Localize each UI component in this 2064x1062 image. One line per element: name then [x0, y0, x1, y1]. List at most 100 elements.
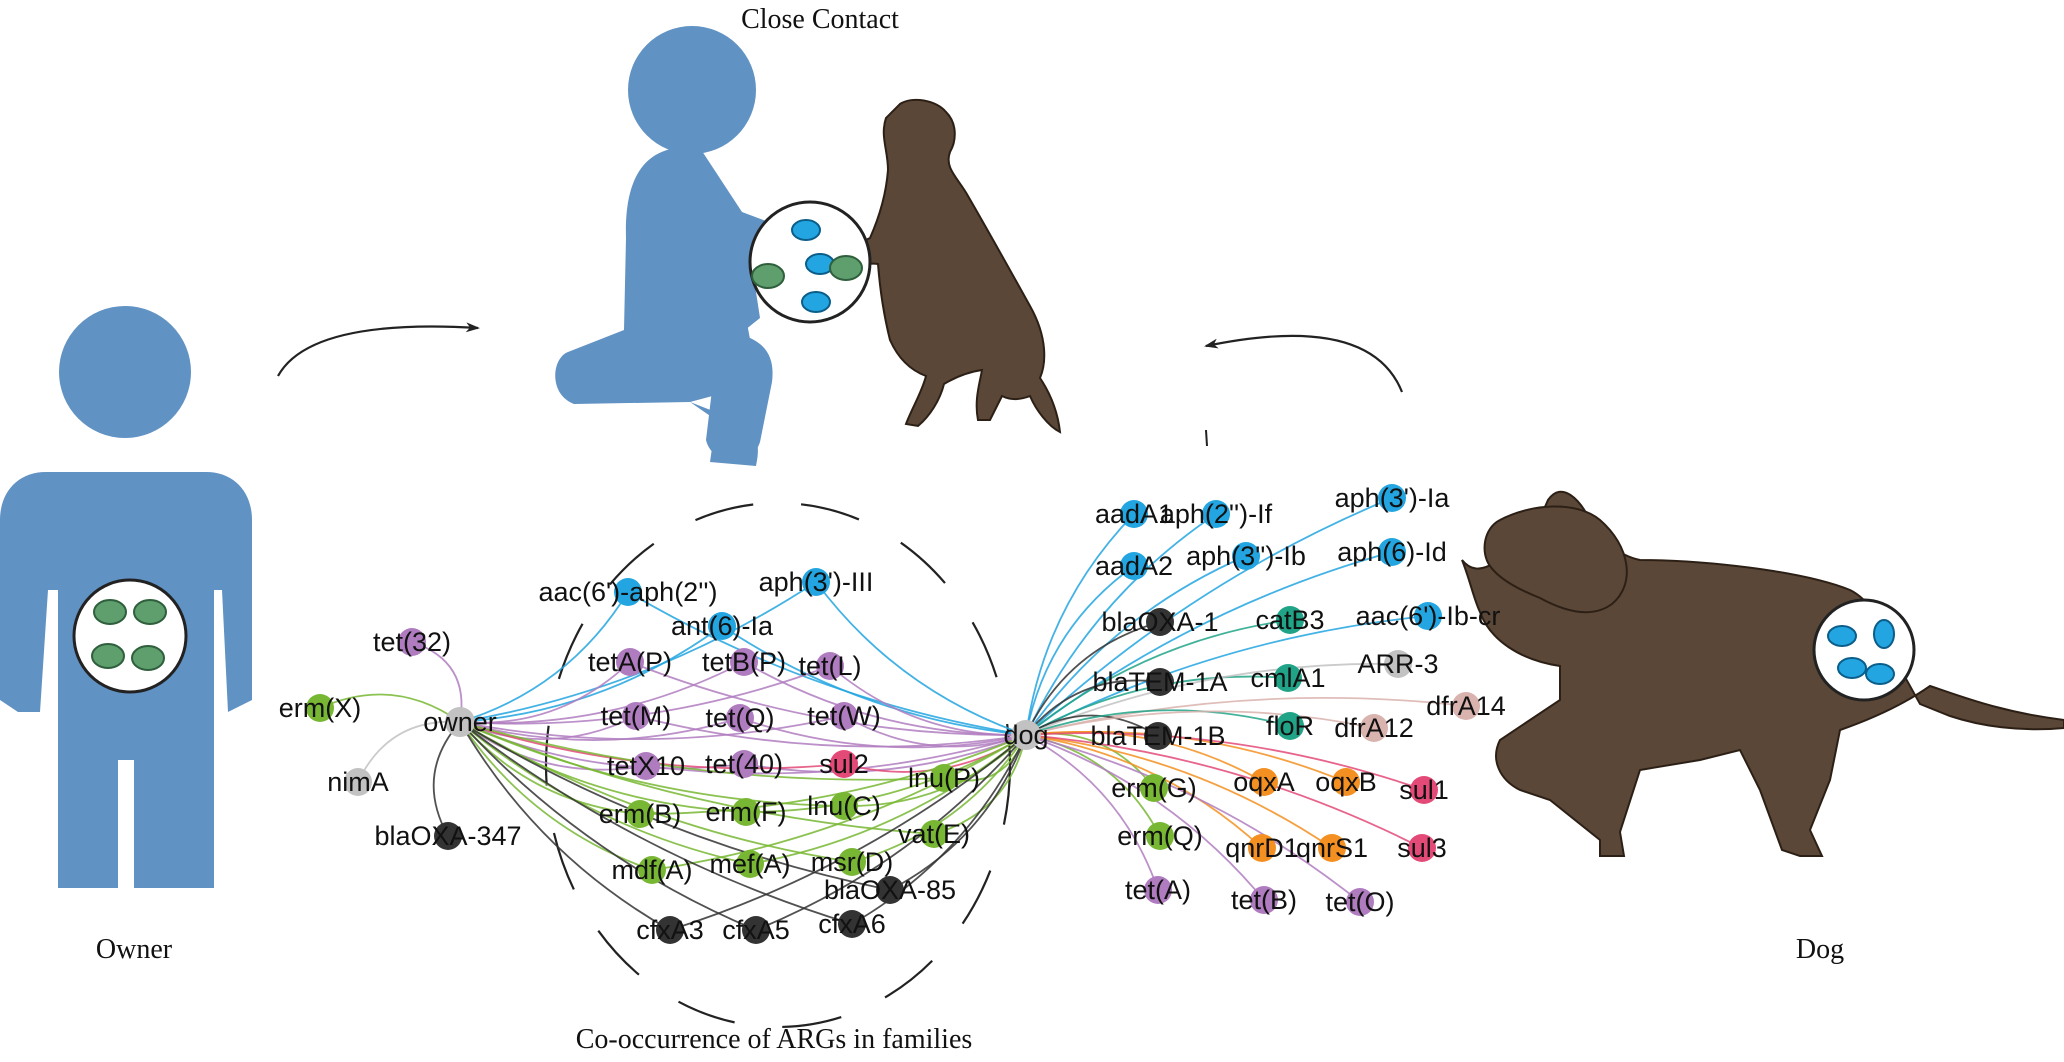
- gene-node-mef(A): [736, 850, 764, 878]
- edge-dog-erm(F): [745, 734, 1027, 813]
- edge-dog-aac(6')-aph(2''): [627, 591, 1027, 736]
- gene-node-erm(F): [732, 798, 760, 826]
- gene-label-erm(Q): erm(Q): [1117, 821, 1202, 851]
- owner-gut-bubble: [72, 578, 188, 694]
- gene-node-lnu(P): [930, 764, 958, 792]
- gene-label-erm(F): erm(F): [706, 797, 787, 827]
- gene-node-aac(6')-aph(2''): [614, 578, 642, 606]
- hub-label-dog: dog: [1003, 720, 1048, 750]
- green-bacterium-icon: [91, 643, 125, 669]
- edge-dog-aph(2'')-If: [1025, 513, 1217, 736]
- gene-label-blaTEM-1B: blaTEM-1B: [1090, 721, 1225, 751]
- edge-owner-mdf(A): [459, 721, 653, 871]
- gene-node-blaTEM-1A: [1146, 668, 1174, 696]
- edge-dog-qnrD1: [1025, 734, 1263, 849]
- arrow-owner-to-contact: [277, 322, 480, 377]
- gene-label-oqxA: oqxA: [1233, 767, 1295, 797]
- gene-label-aac(6')-Ib-cr: aac(6')-Ib-cr: [1356, 601, 1501, 631]
- edge-owner-cfxA6: [459, 721, 853, 925]
- gene-node-sul1: [1410, 776, 1438, 804]
- gene-node-erm(B): [626, 800, 654, 828]
- gene-label-sul2: sul2: [819, 749, 869, 779]
- edge-dog-sul3: [1025, 734, 1423, 849]
- gene-node-tetB(P): [730, 648, 758, 676]
- gene-node-tet(O): [1346, 888, 1374, 916]
- edge-owner-tetX10: [459, 721, 647, 771]
- edge-dog-blaOXA-85: [889, 734, 1027, 891]
- gene-node-tet(L): [816, 652, 844, 680]
- edge-dog-floR: [1025, 709, 1291, 736]
- edge-dog-cfxA6: [851, 734, 1027, 925]
- gene-label-aph(3')-III: aph(3')-III: [759, 567, 874, 597]
- edge-dog-aph(3'')-Ib: [1025, 555, 1247, 736]
- gene-node-tetX10: [632, 752, 660, 780]
- gene-label-dfrA14: dfrA14: [1426, 691, 1506, 721]
- hub-label-owner: owner: [423, 707, 497, 737]
- edge-dog-ant(6)-Ia: [721, 625, 1027, 736]
- gene-node-blaOXA-85: [876, 876, 904, 904]
- gene-node-tet(M): [622, 702, 650, 730]
- gene-label-tet(B): tet(B): [1231, 885, 1297, 915]
- gene-label-sul3: sul3: [1397, 833, 1447, 863]
- gene-node-floR: [1276, 712, 1304, 740]
- gene-label-aadA1: aadA1: [1095, 499, 1173, 529]
- edge-owner-lnu(P): [459, 721, 945, 781]
- gene-node-tet(Q): [726, 704, 754, 732]
- gene-node-sul3: [1408, 834, 1436, 862]
- gene-label-cfxA6: cfxA6: [818, 909, 886, 939]
- network-edges: [319, 497, 1467, 931]
- kneeling-person-leg: [640, 330, 773, 461]
- gene-label-blaOXA-347: blaOXA-347: [374, 821, 521, 851]
- gene-node-aadA1: [1120, 500, 1148, 528]
- gene-label-tet(O): tet(O): [1325, 887, 1394, 917]
- gene-label-cfxA3: cfxA3: [636, 915, 704, 945]
- dog-head-icon: [1483, 505, 1628, 614]
- gene-label-cmlA1: cmlA1: [1250, 663, 1325, 693]
- gene-label-blaOXA-1: blaOXA-1: [1101, 607, 1218, 637]
- dog-label: Dog: [1796, 934, 1844, 965]
- gene-node-tet(B): [1250, 886, 1278, 914]
- gene-label-tet(W): tet(W): [807, 701, 881, 731]
- gene-label-tet(A): tet(A): [1125, 875, 1191, 905]
- network-nodes: tet(32)erm(X)nimAblaOXA-347aac(6')-aph(2…: [279, 483, 1506, 945]
- gene-label-lnu(P): lnu(P): [908, 763, 980, 793]
- green-bacterium-icon: [751, 263, 785, 289]
- gene-label-floR: floR: [1266, 711, 1314, 741]
- gene-node-ARR-3: [1384, 650, 1412, 678]
- gene-node-erm(X): [306, 694, 334, 722]
- gene-node-erm(Q): [1146, 822, 1174, 850]
- gene-label-lnu(C): lnu(C): [807, 791, 881, 821]
- owner-label: Owner: [96, 934, 173, 965]
- gene-label-aph(3')-Ia: aph(3')-Ia: [1335, 483, 1451, 513]
- edge-dog-msr(D): [851, 734, 1027, 863]
- gene-node-qnrS1: [1318, 834, 1346, 862]
- gene-label-ARR-3: ARR-3: [1357, 649, 1438, 679]
- edge-dog-tetB(P): [743, 661, 1027, 736]
- edge-dog-catB3: [1025, 619, 1291, 736]
- edge-owner-tet(M): [459, 715, 637, 740]
- gene-label-aph(6)-Id: aph(6)-Id: [1337, 537, 1447, 567]
- edge-owner-tet(W): [459, 715, 845, 740]
- edge-dog-cfxA5: [755, 734, 1027, 931]
- edge-dog-tet(A): [1025, 734, 1159, 891]
- gene-label-blaOXA-85: blaOXA-85: [824, 875, 956, 905]
- gene-node-blaOXA-1: [1146, 608, 1174, 636]
- gene-node-blaOXA-347: [434, 822, 462, 850]
- edge-dog-aadA2: [1025, 565, 1135, 736]
- gene-node-cmlA1: [1274, 664, 1302, 692]
- hub-node-owner: [445, 707, 475, 737]
- gene-label-ant(6)-Ia: ant(6)-Ia: [671, 611, 774, 641]
- gene-node-qnrD1: [1248, 834, 1276, 862]
- gene-node-dfrA14: [1452, 692, 1480, 720]
- edge-dog-blaOXA-1: [1025, 621, 1161, 736]
- gene-label-tetB(P): tetB(P): [702, 647, 786, 677]
- blue-bacterium-icon: [1837, 657, 1867, 679]
- gene-label-tet(Q): tet(Q): [705, 703, 774, 733]
- gene-node-aph(3'')-Ib: [1232, 542, 1260, 570]
- gene-node-vat(E): [920, 820, 948, 848]
- gene-label-oqxB: oqxB: [1315, 767, 1377, 797]
- edge-owner-erm(X): [319, 693, 461, 723]
- gene-label-dfrA12: dfrA12: [1334, 713, 1414, 743]
- gene-node-blaTEM-1B: [1144, 722, 1172, 750]
- gene-node-aph(2'')-If: [1202, 500, 1230, 528]
